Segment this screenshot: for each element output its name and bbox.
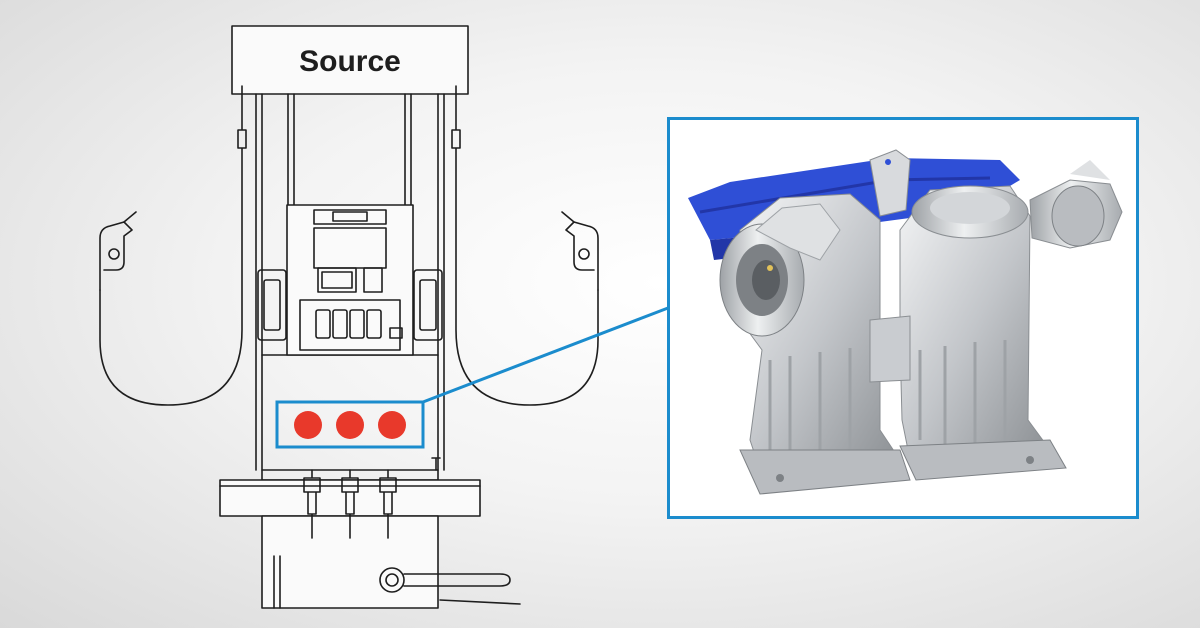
callout-panel: [667, 117, 1139, 519]
right-housing: [899, 185, 1051, 461]
base-plate: [739, 439, 1067, 495]
fuel-nozzle-icon: [99, 211, 137, 291]
meter-module-render: [688, 149, 1123, 495]
hose-hangers: [99, 85, 599, 406]
brand-label: Source: [299, 45, 401, 78]
side-coupling: [1029, 160, 1123, 249]
highlight-box: [275, 400, 425, 449]
brand-sign: [231, 25, 469, 95]
indicator-dot: [336, 411, 364, 439]
nozzle-boot-right: [413, 269, 443, 341]
left-housing: [719, 193, 901, 471]
center-bridge: [869, 149, 911, 383]
fuel-nozzle-icon: [561, 211, 599, 291]
supply-pipe: [379, 567, 521, 605]
nozzle-boot-left: [257, 269, 287, 341]
indicator-dot: [294, 411, 322, 439]
indicator-dot: [378, 411, 406, 439]
callout-leader-line: [422, 306, 669, 404]
meter-module-icon: [303, 469, 397, 539]
grade-select-buttons: [315, 309, 403, 339]
